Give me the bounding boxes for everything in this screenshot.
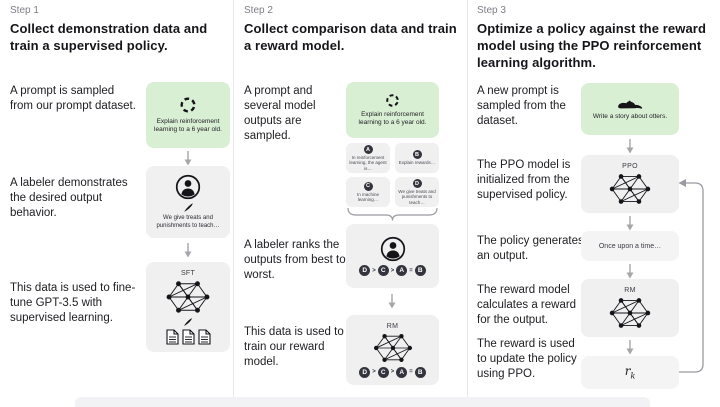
neural-network-icon bbox=[166, 280, 210, 313]
rank-badge: A bbox=[396, 366, 408, 378]
ppo-label: PPO bbox=[622, 162, 638, 170]
rm-label: RM bbox=[624, 286, 636, 294]
rank-badge: C bbox=[377, 366, 389, 378]
labeler-box: We give treats and punishments to teach… bbox=[146, 166, 230, 238]
neural-network-icon bbox=[609, 173, 651, 204]
labeler-person-icon bbox=[380, 236, 405, 262]
step1-title: Collect demonstration data and train a s… bbox=[10, 21, 208, 53]
step3-column: Step 3 Optimize a policy against the rew… bbox=[467, 0, 720, 407]
prompt-box: Write a story about otters. bbox=[581, 83, 679, 135]
output-snippet: We give treats and punishments to teach… bbox=[398, 189, 436, 205]
prompt-caption: Explain reinforcement learning to a 6 ye… bbox=[154, 117, 222, 134]
step1-row2-text: A labeler demonstrates the desired outpu… bbox=[10, 177, 128, 219]
ppo-model-box: PPO bbox=[581, 155, 679, 213]
down-arrow-icon bbox=[184, 243, 192, 258]
curly-brace-icon bbox=[347, 207, 438, 221]
step2-row1-text: A prompt and several model outputs are s… bbox=[244, 85, 316, 142]
step1-row3-text: This data is used to fine-tune GPT-3.5 w… bbox=[10, 282, 136, 324]
rank-badge: B bbox=[414, 265, 426, 276]
output-letter-badge: D bbox=[412, 179, 422, 189]
down-arrow-icon bbox=[626, 216, 634, 231]
prompt-caption: Explain reinforcement learning to a 6 ye… bbox=[358, 110, 427, 127]
rank-separator: > bbox=[372, 369, 376, 375]
step3-row2-text: The PPO model is initialized from the su… bbox=[477, 159, 571, 201]
step3-row5-text: The reward is used to update the policy … bbox=[477, 338, 577, 380]
step3-title: Optimize a policy against the reward mod… bbox=[477, 21, 706, 70]
rank-badge: D bbox=[359, 366, 371, 378]
reward-value-box: rk bbox=[581, 356, 679, 389]
otter-icon bbox=[618, 100, 643, 109]
sft-model-box: SFT bbox=[146, 262, 230, 352]
feedback-loop-arrow bbox=[678, 179, 704, 373]
rank-badge: B bbox=[414, 366, 426, 378]
neural-network-icon bbox=[609, 297, 651, 328]
rank-separator: > bbox=[390, 369, 395, 375]
rank-badge: D bbox=[359, 265, 371, 276]
generated-output-box: Once upon a time… bbox=[581, 231, 679, 261]
step1-row1-text: A prompt is sampled from our prompt data… bbox=[10, 85, 136, 112]
down-arrow-icon bbox=[184, 151, 192, 166]
step2-row3-text: This data is used to train our reward mo… bbox=[244, 326, 344, 368]
step1-label: Step 1 bbox=[10, 5, 39, 16]
step2-row2-text: A labeler ranks the outputs from best to… bbox=[244, 239, 346, 281]
ranking-labeler-box: D > C > A = B bbox=[346, 224, 439, 288]
output-snippet: In machine learning… bbox=[356, 191, 379, 202]
output-card-d: D We give treats and punishments to teac… bbox=[395, 177, 439, 207]
down-arrow-icon bbox=[626, 264, 634, 279]
down-arrow-icon bbox=[626, 340, 634, 355]
step3-label: Step 3 bbox=[477, 5, 506, 16]
rank-separator: = bbox=[409, 369, 413, 375]
step3-row3-text: The policy generates an output. bbox=[477, 235, 584, 262]
output-card-a: A In reinforcement learning, the agent i… bbox=[346, 143, 390, 173]
ranking-row: D > C > A = B bbox=[359, 366, 426, 378]
reward-model-box: RM bbox=[581, 279, 679, 337]
neural-network-icon bbox=[373, 333, 412, 362]
reward-symbol: rk bbox=[624, 364, 636, 381]
down-arrow-icon bbox=[388, 294, 396, 309]
rank-badge: C bbox=[377, 265, 389, 276]
rank-separator: = bbox=[409, 267, 413, 274]
cropped-next-section bbox=[75, 397, 650, 407]
step1-column: Step 1 Collect demonstration data and tr… bbox=[0, 0, 233, 407]
reward-model-box: RM D > C > A = B bbox=[346, 315, 439, 385]
documents-icon bbox=[165, 328, 211, 345]
step2-column: Step 2 Collect comparison data and train… bbox=[233, 0, 468, 407]
prompt-box: Explain reinforcement learning to a 6 ye… bbox=[346, 82, 439, 138]
pen-icon bbox=[183, 203, 193, 212]
sft-label: SFT bbox=[180, 269, 196, 277]
prompt-box: Explain reinforcement learning to a 6 ye… bbox=[146, 82, 230, 148]
labeler-person-icon bbox=[175, 174, 201, 200]
rank-separator: > bbox=[372, 267, 376, 274]
output-letter-badge: C bbox=[363, 181, 373, 191]
output-letter-badge: B bbox=[412, 150, 422, 160]
sample-icon bbox=[180, 96, 196, 113]
output-snippet: In reinforcement learning, the agent is… bbox=[349, 155, 387, 171]
output-snippet: Explain rewards… bbox=[398, 160, 436, 166]
prompt-caption: Write a story about otters. bbox=[592, 112, 668, 120]
labeler-caption: We give treats and punishments to teach… bbox=[156, 215, 220, 229]
step2-title: Collect comparison data and train a rewa… bbox=[244, 21, 457, 53]
step2-label: Step 2 bbox=[244, 5, 273, 16]
output-card-c: C In machine learning… bbox=[346, 177, 390, 207]
rank-badge: A bbox=[396, 265, 408, 276]
rank-separator: > bbox=[390, 267, 395, 274]
step3-row4-text: The reward model calculates a reward for… bbox=[477, 284, 577, 326]
step3-row1-text: A new prompt is sampled from the dataset… bbox=[477, 85, 566, 127]
down-arrow-icon bbox=[626, 139, 634, 154]
pen-icon bbox=[184, 317, 192, 326]
sample-icon bbox=[386, 93, 399, 107]
generated-output-text: Once upon a time… bbox=[598, 242, 662, 250]
output-letter-badge: A bbox=[363, 145, 373, 155]
output-card-b: B Explain rewards… bbox=[395, 143, 439, 173]
ranking-row: D > C > A = B bbox=[359, 265, 426, 276]
rm-label: RM bbox=[386, 322, 399, 330]
